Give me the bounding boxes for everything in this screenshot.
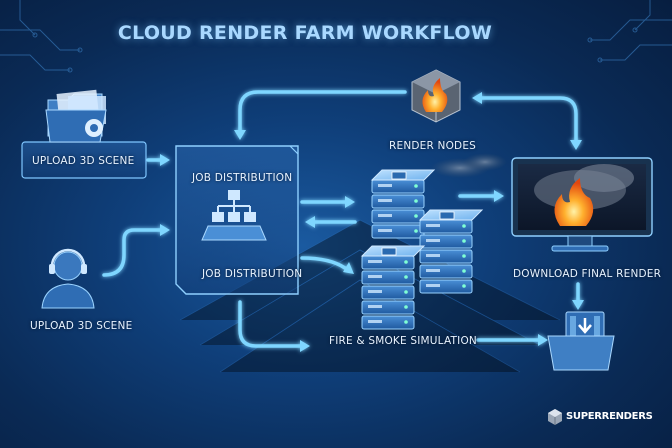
server-rack-icon — [360, 245, 426, 330]
user-headset-icon — [41, 248, 95, 309]
arrow-user-to-job — [102, 228, 164, 277]
monitor-fire-icon — [511, 157, 653, 252]
folder-gear-icon — [45, 89, 107, 143]
download-final-render-label: DOWNLOAD FINAL RENDER — [513, 268, 662, 280]
job-distribution-label-2: JOB DISTRIBUTION — [202, 268, 303, 280]
download-tray-icon — [547, 311, 615, 371]
arrow-job-to-servers-2 — [300, 256, 347, 270]
upload-scene-label-2: UPLOAD 3D SCENE — [30, 320, 133, 332]
server-rack-icon — [418, 209, 484, 294]
hierarchy-icon — [201, 190, 267, 241]
brand-logo-text: SUPERRENDERS — [566, 411, 653, 422]
arrow-nodes-to-job-top — [238, 90, 407, 132]
circuit-decoration-right — [587, 0, 672, 63]
server-rack-icon — [370, 169, 436, 239]
smoke-cloud — [430, 153, 507, 178]
fire-smoke-simulation-label: FIRE & SMOKE SIMULATION — [329, 335, 477, 347]
arrow-nodes-to-monitor — [480, 96, 578, 142]
fire-cube-icon — [411, 69, 461, 123]
brand-cube-icon — [548, 409, 562, 425]
circuit-decoration-left — [0, 0, 83, 73]
upload-scene-label-1: UPLOAD 3D SCENE — [32, 155, 135, 167]
render-nodes-label: RENDER NODES — [389, 140, 477, 152]
diagram-title: CLOUD RENDER FARM WORKFLOW — [117, 22, 493, 44]
arrow-job-to-simulation — [238, 300, 302, 348]
job-distribution-label-1: JOB DISTRIBUTION — [192, 172, 293, 184]
